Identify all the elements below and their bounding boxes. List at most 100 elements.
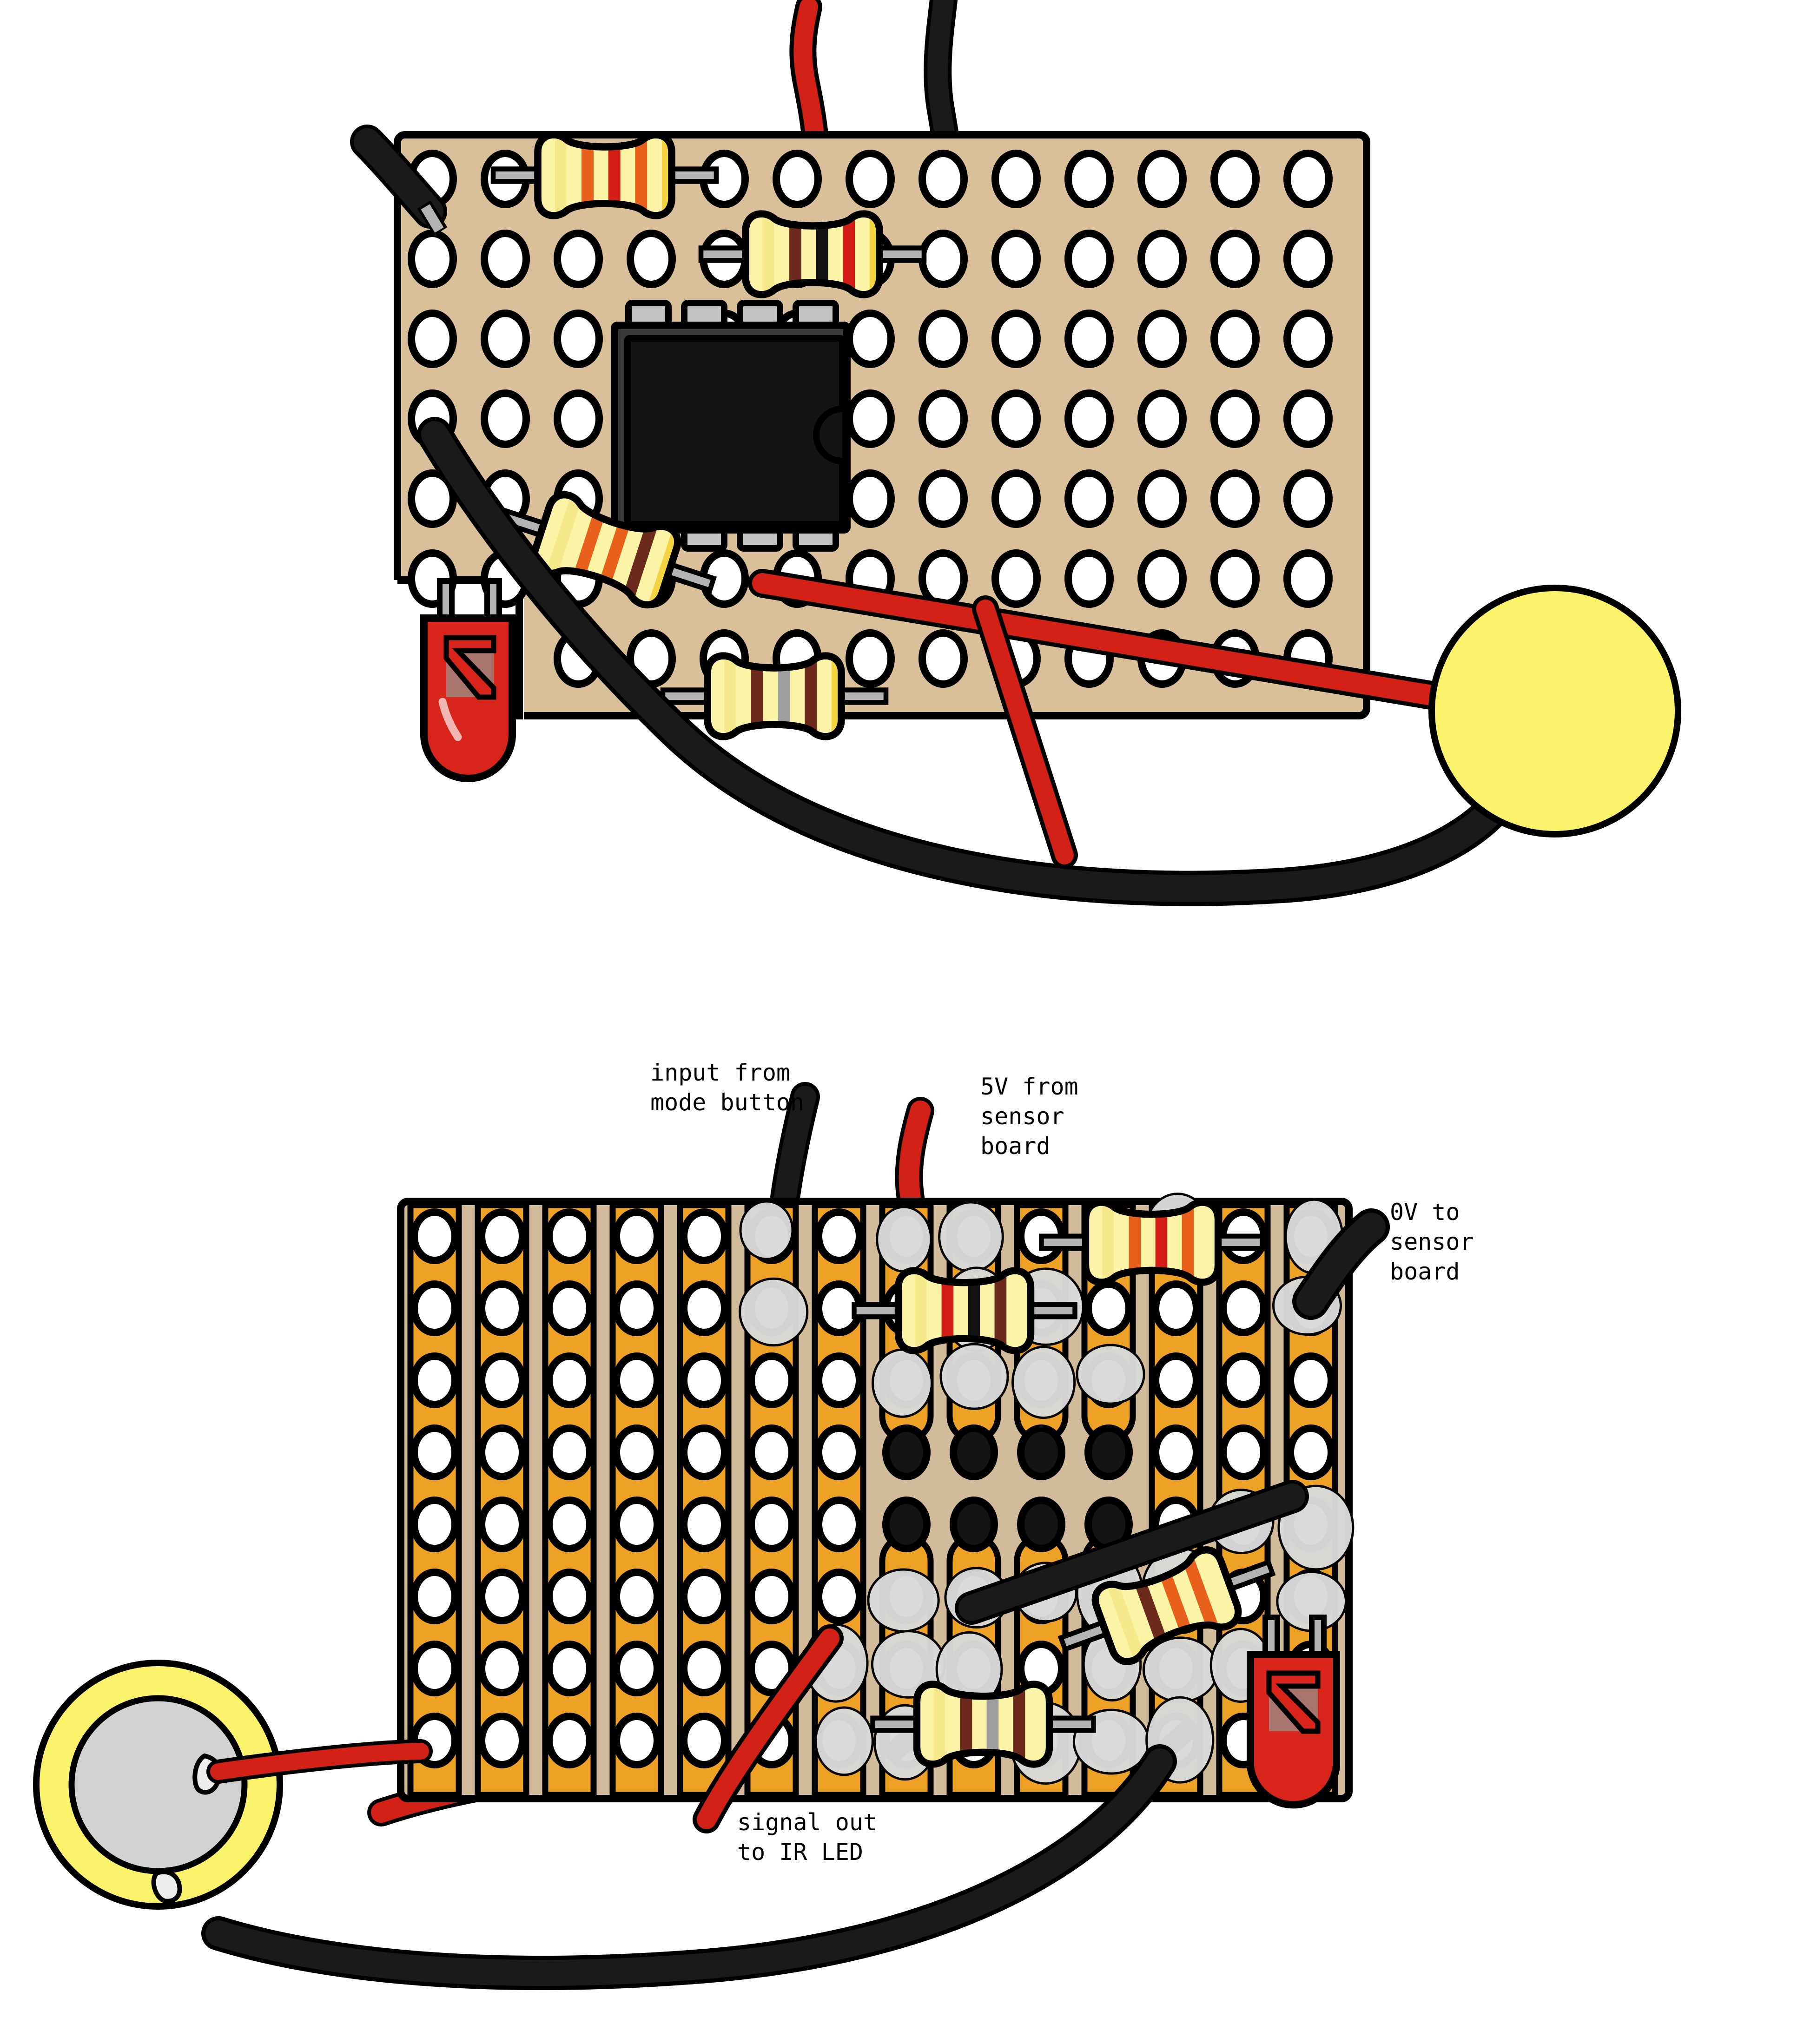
perfboard-hole — [408, 310, 457, 368]
stripboard-hole — [545, 1208, 594, 1264]
stripboard-hole — [478, 1497, 526, 1552]
label-line: to IR LED — [737, 1839, 863, 1866]
perfboard-hole — [991, 389, 1041, 448]
black-wire-to-piezo — [417, 417, 1519, 906]
stripboard-hole — [1219, 1352, 1268, 1408]
solder-blob — [1142, 1636, 1219, 1703]
stripboard-hole — [545, 1497, 594, 1552]
perfboard-hole — [991, 549, 1041, 608]
resistor-band-tolerance — [544, 491, 583, 581]
perfboard-hole — [554, 230, 603, 288]
stripboard-hole — [1219, 1280, 1268, 1336]
stripboard-hole — [478, 1713, 526, 1768]
red-wire-to-piezo — [752, 573, 1447, 706]
solder-blob — [739, 1277, 809, 1347]
solder-blob — [939, 1343, 1009, 1410]
perfboard-hole — [1283, 389, 1333, 448]
perfboard-hole — [1210, 230, 1260, 288]
stripboard-hole — [680, 1713, 728, 1768]
stripboard-hole — [545, 1280, 594, 1336]
resistor — [852, 1266, 1077, 1356]
perfboard-hole — [1064, 549, 1114, 608]
perfboard-hole — [481, 310, 530, 368]
perfboard-hole — [773, 150, 822, 208]
red-wire-signal-out — [693, 1624, 844, 1833]
stripboard-hole — [680, 1641, 728, 1696]
stripboard-hole — [410, 1280, 459, 1336]
perfboard-hole — [919, 310, 968, 368]
bottom-board-assembly — [33, 1082, 1390, 1991]
resistor-band — [569, 499, 609, 590]
stripboard-ic-pad — [950, 1497, 998, 1552]
piezo-buzzer-bottom — [33, 1660, 433, 1910]
label-line: mode button — [650, 1089, 804, 1116]
resistor-band-tolerance — [915, 1270, 927, 1351]
bottom-board-resistors — [852, 1197, 1276, 1769]
stripboard-hole — [410, 1424, 459, 1480]
resistor-band — [1179, 1549, 1222, 1638]
stripboard-hole — [478, 1641, 526, 1696]
resistor-lead — [665, 166, 719, 184]
stripboard-hole — [1287, 1352, 1335, 1408]
black-wire-0v-core — [1296, 1213, 1386, 1316]
perfboard-hole — [846, 310, 895, 368]
black-wire-top-left-lead — [421, 204, 444, 233]
black-wire-diag-core — [958, 1484, 1305, 1621]
stripboard-hole — [747, 1424, 796, 1480]
piezo-solder-blob-bottom — [151, 1869, 182, 1904]
stripboard-hole — [545, 1641, 594, 1696]
red-wire-to-piezo-bottom — [210, 1743, 429, 1780]
stripboard-hole — [747, 1569, 796, 1624]
resistor-band-tolerance — [933, 1684, 945, 1765]
stripboard-hole — [613, 1569, 661, 1624]
resistor-lead — [852, 1302, 905, 1319]
solder-blob — [938, 1201, 1004, 1273]
stripboard-hole — [747, 1352, 796, 1408]
perfboard-hole — [1283, 469, 1333, 528]
perfboard-hole — [1283, 230, 1333, 288]
solder-blob — [867, 1568, 940, 1633]
stripboard-hole — [410, 1641, 459, 1696]
stripboard-hole — [1152, 1424, 1200, 1480]
solder-blob — [876, 1206, 932, 1273]
resistor — [698, 209, 927, 300]
stripboard-hole — [545, 1352, 594, 1408]
perfboard-hole — [554, 389, 603, 448]
perfboard-hole — [846, 469, 895, 528]
perfboard-hole — [1137, 549, 1187, 608]
ic-body — [624, 335, 846, 527]
stripboard-hole — [613, 1280, 661, 1336]
stripboard-ic-pad — [882, 1424, 931, 1480]
label-line: sensor — [1390, 1228, 1474, 1255]
label-line: board — [980, 1133, 1051, 1160]
resistor-bands — [1104, 1549, 1222, 1665]
resistor — [1057, 1526, 1276, 1686]
dip-ic-8pin — [611, 300, 851, 552]
black-wire-to-piezo-bottom — [201, 1744, 1177, 1991]
resistor-band-tolerance — [762, 214, 774, 295]
perfboard-hole — [1064, 389, 1114, 448]
black-wire-top-left — [350, 125, 448, 236]
perfboard-hole — [919, 389, 968, 448]
red-led-bottom — [1247, 1615, 1340, 1809]
resistor-band — [620, 516, 660, 607]
stripboard-hole — [613, 1352, 661, 1408]
red-wire-drop — [976, 600, 1074, 864]
stripboard-hole — [680, 1352, 728, 1408]
label-line: sensor — [980, 1103, 1064, 1130]
perfboard-hole — [1137, 310, 1187, 368]
perfboard-hole — [1137, 389, 1187, 448]
perfboard-hole — [846, 150, 895, 208]
perfboard-hole — [627, 230, 676, 288]
black-wire-diag — [955, 1480, 1309, 1625]
label-line: board — [1390, 1258, 1460, 1285]
led-highlight — [438, 698, 462, 741]
perfboard-hole — [408, 230, 457, 288]
solder-blob — [739, 1200, 794, 1260]
resistor-band — [1154, 1558, 1197, 1647]
resistor — [494, 472, 717, 628]
